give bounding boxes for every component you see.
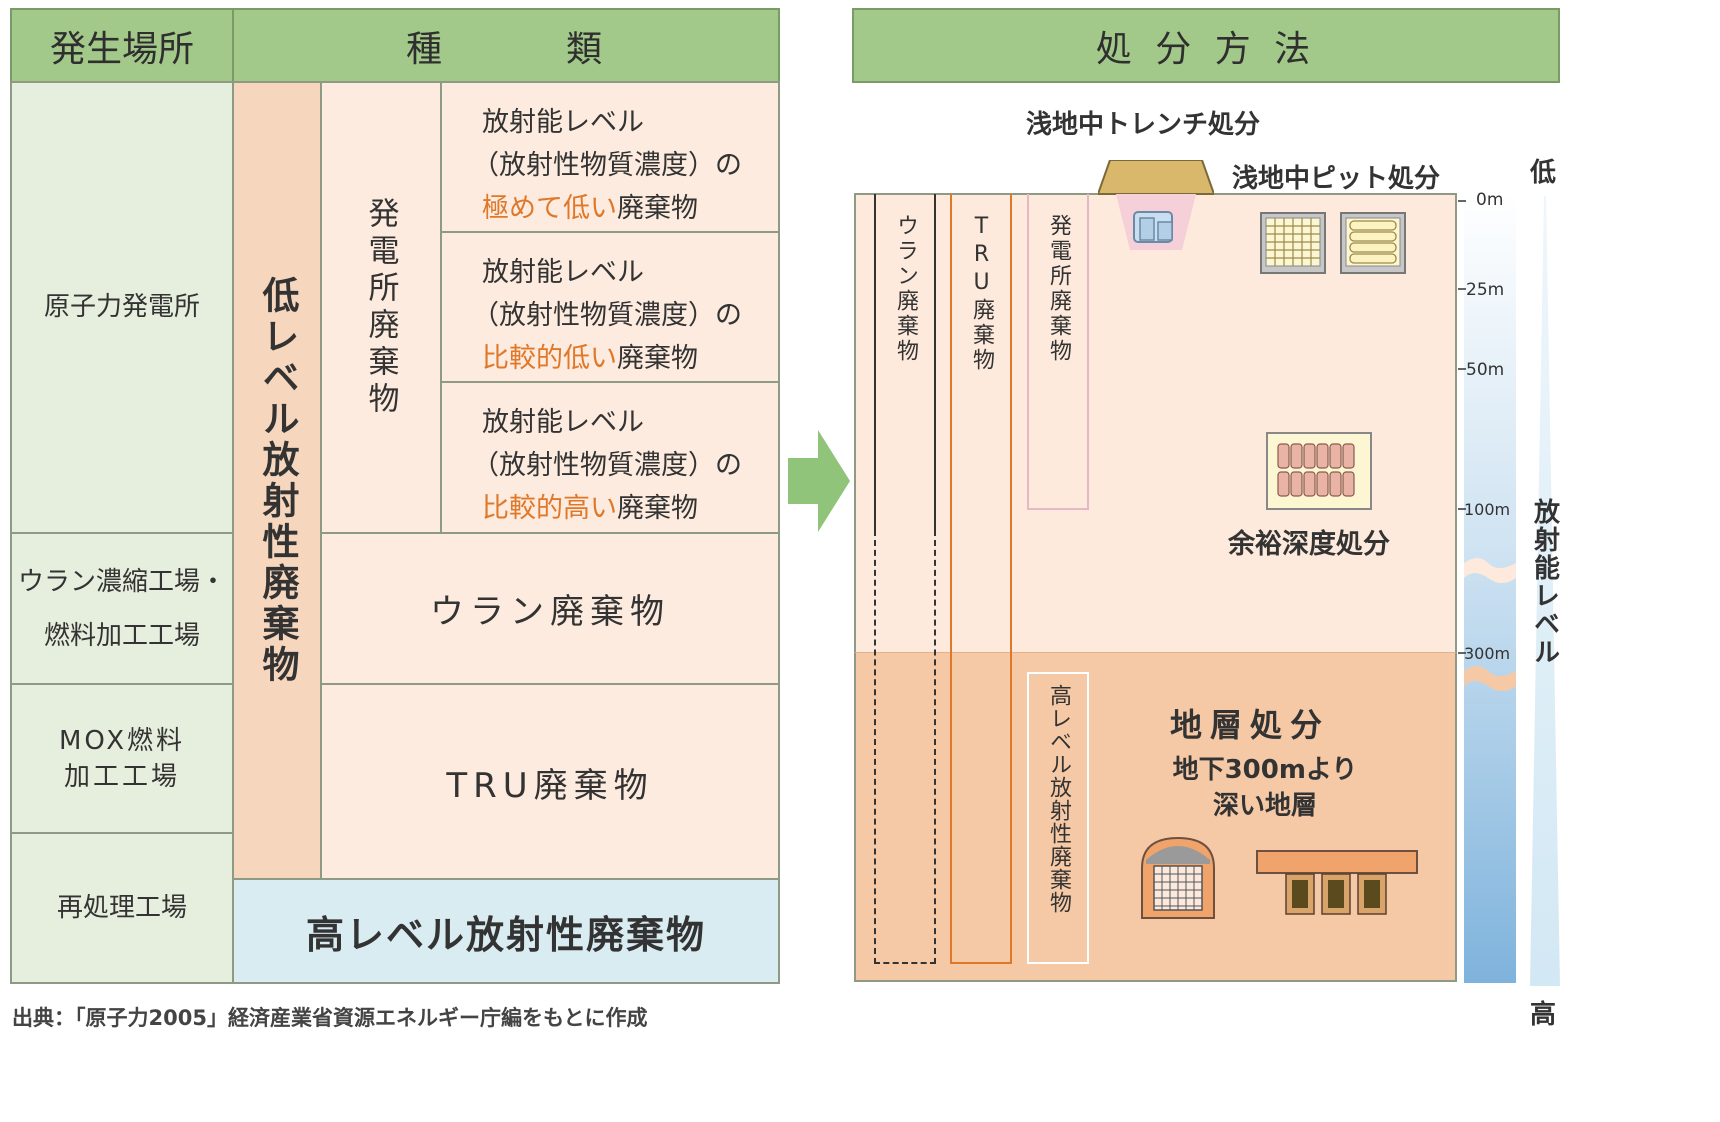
depth-label-300: 300m [1464,644,1511,663]
type-high-level: 高レベル放射性廃棄物 [232,878,780,984]
depth-label-25: 25m [1466,280,1505,300]
depth-scale-bar [1458,193,1516,983]
geological-tunnel-icon [1256,850,1418,915]
column-high-level [1027,672,1089,964]
type-relatively-high: 放射能レベル （放射性物質濃度）の 比較的高い廃棄物 [440,381,780,534]
radiation-high: 高 [1530,1000,1557,1030]
type-plant-waste: 発電所廃棄物 [320,81,442,534]
header-type: 種 類 [232,8,780,83]
column-uranium-label: ウラン廃棄物 [893,214,918,364]
column-uranium-dashed [874,530,936,964]
geological-vault-icon [1141,836,1215,919]
source-mox-plant: MOX燃料加工工場 [10,683,234,834]
source-note: 出典：「原子力2005」経済産業省資源エネルギー庁編をもとに作成 [12,1006,648,1030]
label-pit: 浅地中ピット処分 [1232,164,1441,194]
source-uranium-plant: ウラン濃縮工場・燃料加工工場 [10,532,234,685]
type-low-level: 低レベル放射性廃棄物 [232,81,322,880]
trench-mound-icon [1098,160,1214,250]
pit-grid-icon [1260,212,1326,274]
label-intermediate: 余裕深度処分 [1228,529,1390,560]
column-plant [1027,194,1089,510]
radiation-low: 低 [1530,158,1557,188]
type-tru-waste: TRU廃棄物 [320,683,780,882]
column-plant-label: 発電所廃棄物 [1046,214,1071,364]
ground-lower [854,652,1457,982]
arrow-right-icon [788,430,850,532]
depth-label-100: 100m [1464,500,1511,519]
radiation-wedge [1530,196,1560,986]
source-npp: 原子力発電所 [10,81,234,534]
pit-drums-icon [1340,212,1406,274]
column-uranium-solid [874,194,936,530]
depth-label-50: 50m [1466,360,1505,380]
label-geological: 地層処分 [1170,706,1331,744]
geological-desc: 地下300mより深い地層 [1172,755,1358,821]
column-high-label: 高レベル放射性廃棄物 [1046,684,1071,914]
header-source: 発生場所 [10,8,234,83]
source-reprocessing: 再処理工場 [10,832,234,984]
column-tru [950,194,1012,964]
intermediate-depth-icon [1266,432,1372,510]
type-uranium-waste: ウラン廃棄物 [320,532,780,685]
type-very-low: 放射能レベル （放射性物質濃度）の 極めて低い廃棄物 [440,81,780,233]
depth-label-0: 0m [1476,190,1504,210]
radiation-label: 放射能レベル [1529,498,1560,666]
type-relatively-low: 放射能レベル （放射性物質濃度）の 比較的低い廃棄物 [440,231,780,383]
column-tru-label: TRU廃棄物 [969,214,994,373]
header-method: 処 分 方 法 [852,8,1560,83]
label-trench: 浅地中トレンチ処分 [1026,110,1261,140]
